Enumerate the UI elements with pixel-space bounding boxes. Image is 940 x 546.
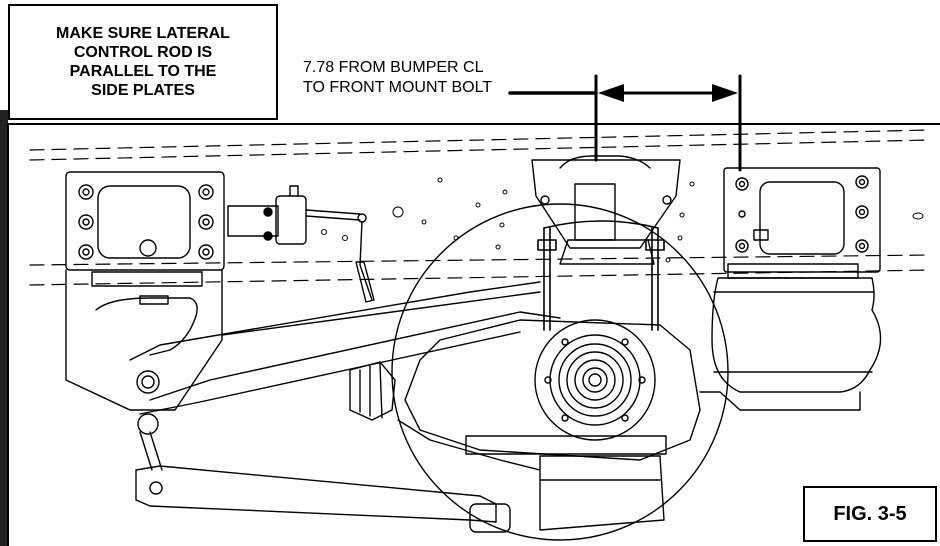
dimension-line-1: 7.78 FROM BUMPER CL — [303, 59, 484, 76]
height-control-valve — [227, 185, 375, 303]
figure-label: FIG. 3-5 — [833, 502, 907, 525]
axle-mount-plate — [531, 155, 681, 265]
frame-rail — [29, 129, 931, 286]
rear-spring-bracket — [723, 167, 881, 273]
differential — [349, 361, 665, 531]
note-line-4: SIDE PLATES — [91, 82, 195, 99]
dimension-callout: 7.78 FROM BUMPER CL TO FRONT MOUNT BOLT — [303, 58, 492, 98]
u-bolts — [537, 220, 665, 331]
note-line-1: MAKE SURE LATERAL — [56, 25, 230, 42]
note-line-3: PARALLEL TO THE — [69, 63, 217, 80]
air-spring — [699, 263, 882, 411]
drawing-frame — [7, 123, 940, 546]
axle-hub — [404, 319, 701, 461]
dimension-line-2: TO FRONT MOUNT BOLT — [303, 79, 493, 96]
dimension-lines — [508, 74, 742, 172]
frame-holes — [321, 177, 924, 263]
trailing-arm — [129, 281, 561, 415]
left-edge-strip — [0, 110, 8, 546]
lateral-control-rod — [135, 413, 511, 533]
hanger-bolts — [78, 184, 214, 260]
dimension-arrow-left — [598, 84, 624, 102]
front-hanger-bracket — [65, 171, 225, 411]
lateral-rod-note: MAKE SURE LATERAL CONTROL ROD IS PARALLE… — [8, 4, 278, 120]
note-line-2: CONTROL ROD IS — [73, 44, 213, 61]
figure-label-box: FIG. 3-5 — [803, 486, 937, 542]
dimension-arrow-right — [712, 84, 738, 102]
